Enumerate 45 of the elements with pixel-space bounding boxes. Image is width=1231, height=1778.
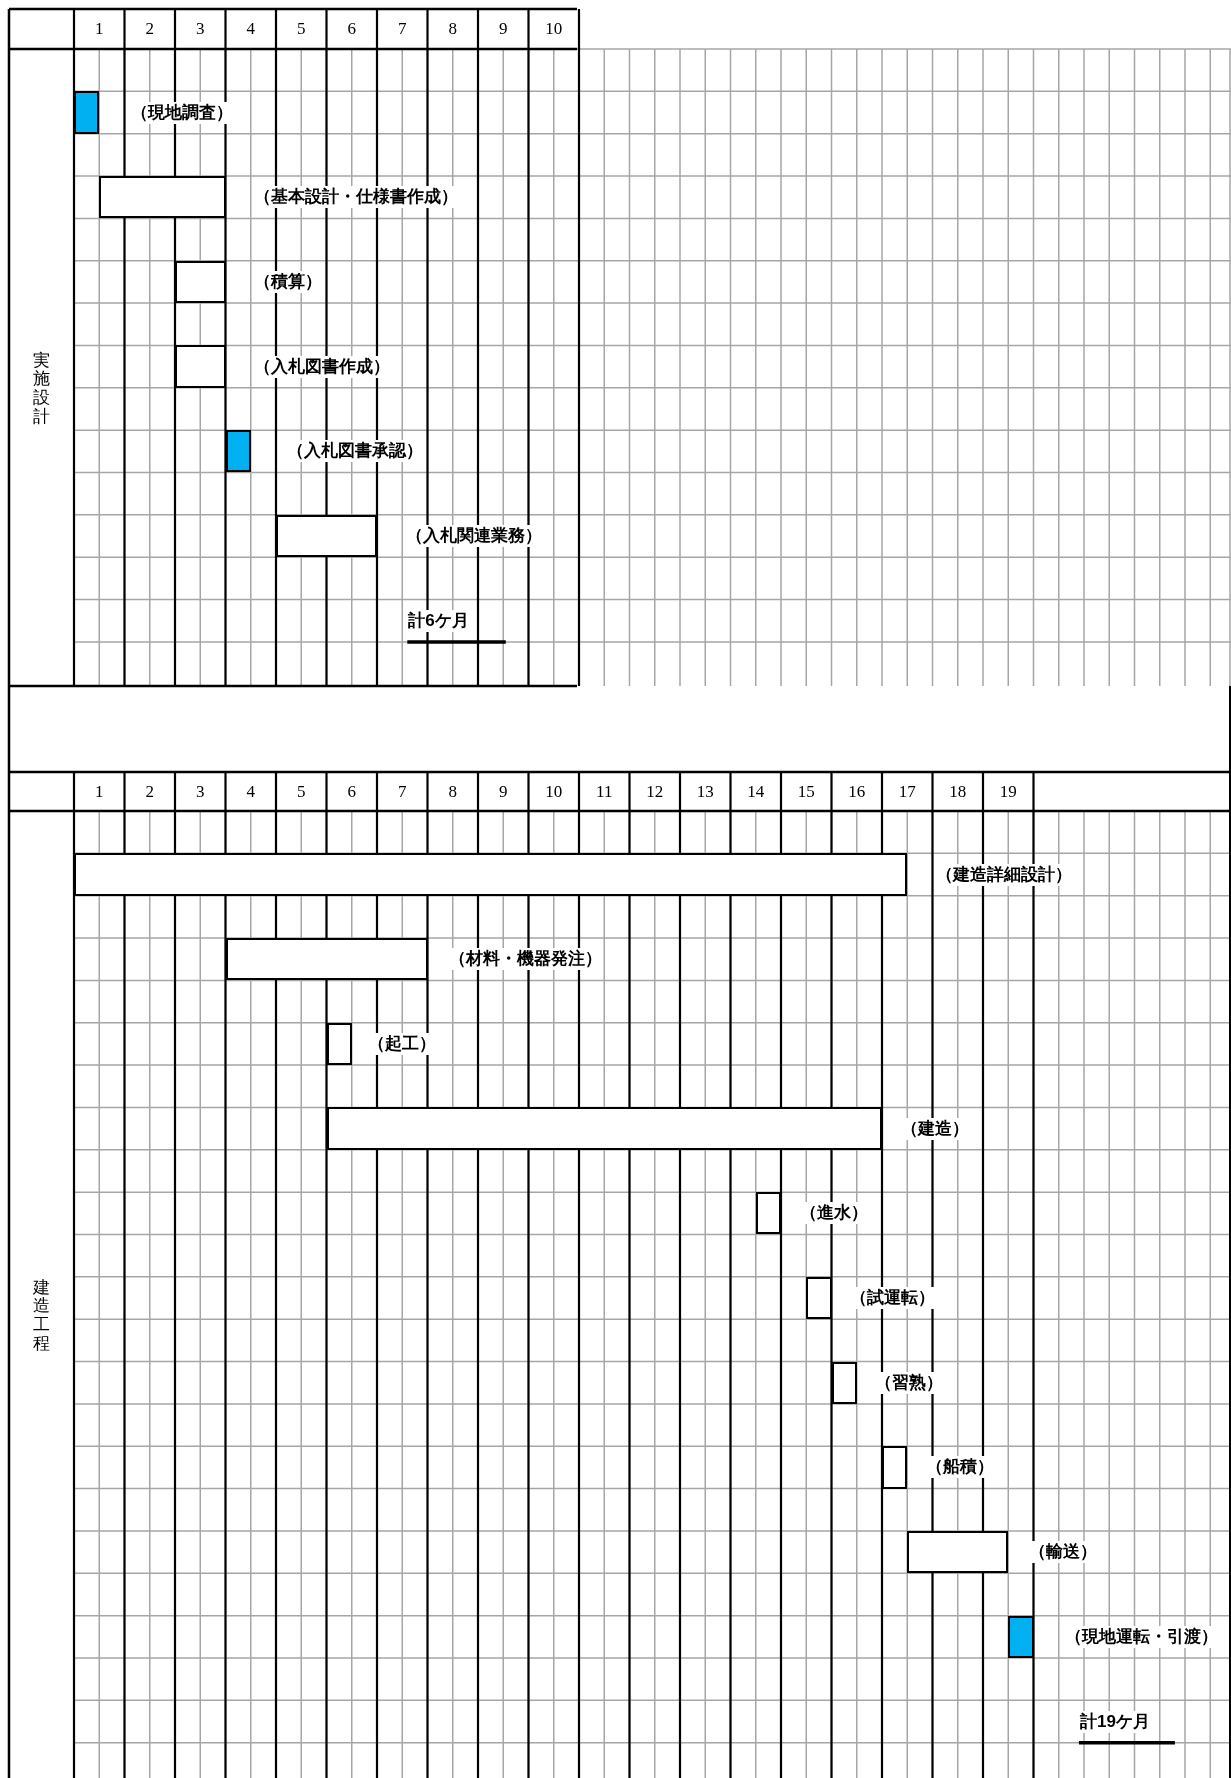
task-bar	[1008, 1615, 1034, 1658]
month-number: 12	[645, 782, 665, 802]
month-number: 8	[447, 19, 458, 39]
month-number: 3	[195, 19, 206, 39]
task-bar	[74, 91, 100, 134]
task-bar	[225, 430, 251, 473]
month-number: 17	[897, 782, 917, 802]
task-bar	[882, 1446, 908, 1489]
month-number: 4	[245, 782, 256, 802]
task-bar	[326, 1107, 882, 1150]
task-bar	[175, 345, 226, 388]
month-number: 10	[544, 782, 564, 802]
month-number: 7	[397, 19, 408, 39]
month-number: 16	[847, 782, 867, 802]
month-number: 6	[346, 19, 357, 39]
task-bar	[755, 1192, 781, 1235]
month-number: 19	[998, 782, 1018, 802]
month-number: 15	[796, 782, 816, 802]
month-number: 1	[94, 19, 105, 39]
task-bar	[175, 260, 226, 304]
month-number: 18	[948, 782, 968, 802]
month-number: 9	[498, 782, 509, 802]
task-bar	[74, 853, 908, 896]
month-number: 2	[144, 19, 155, 39]
month-number: 1	[94, 782, 105, 802]
month-number: 8	[447, 782, 458, 802]
month-number: 14	[746, 782, 766, 802]
month-number: 13	[695, 782, 715, 802]
phase-label: 実施設計	[32, 351, 50, 427]
month-number: 6	[346, 782, 357, 802]
phase-label: 建造工程	[32, 1278, 50, 1354]
task-bar	[99, 176, 226, 219]
month-number: 11	[595, 782, 614, 802]
month-number: 7	[397, 782, 408, 802]
task-bar	[806, 1276, 832, 1320]
month-number: 3	[195, 782, 206, 802]
month-number: 9	[498, 19, 509, 39]
task-bar	[907, 1530, 1009, 1574]
task-bar	[276, 514, 377, 558]
month-number: 2	[144, 782, 155, 802]
month-number: 10	[544, 19, 564, 39]
month-number: 5	[296, 19, 307, 39]
month-number: 4	[245, 19, 256, 39]
month-number: 5	[296, 782, 307, 802]
task-bar	[225, 938, 428, 981]
